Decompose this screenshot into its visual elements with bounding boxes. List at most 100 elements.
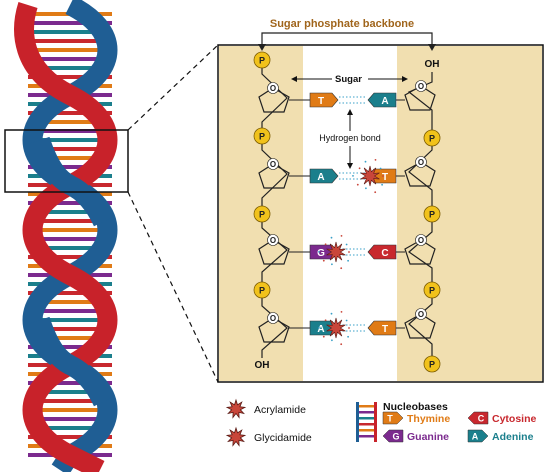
adduct-spatter	[382, 175, 384, 177]
guanine-tag-icon	[382, 429, 404, 443]
adduct-spatter	[340, 343, 343, 346]
adduct-spatter	[347, 335, 349, 338]
thymine-tag-icon	[382, 411, 404, 425]
helix-rung	[28, 255, 112, 259]
phosphate-label: P	[259, 56, 265, 66]
sugar-ring	[258, 87, 290, 113]
ring-oxygen-icon	[267, 234, 279, 246]
oh-bottom-label: OH	[255, 360, 270, 371]
helix-rung	[28, 318, 112, 322]
helix-rung	[28, 435, 112, 439]
adduct-spatter	[374, 159, 377, 161]
helix-rung	[28, 417, 112, 421]
ring-oxygen-label: O	[418, 82, 424, 91]
adduct-spatter	[352, 175, 354, 177]
legend-base-letter: G	[392, 432, 399, 442]
legend-base-letter: T	[387, 414, 393, 424]
phosphate-icon	[253, 205, 271, 223]
adduct-spatter	[330, 236, 333, 239]
sugar-ring	[404, 161, 436, 187]
helix-rung	[28, 156, 112, 160]
helix-strand-blue-front	[30, 316, 113, 407]
sugar-ring	[258, 317, 290, 343]
phosphate-label: P	[429, 210, 435, 220]
dna-double-helix	[4, 0, 129, 472]
adduct-spatter	[324, 243, 327, 246]
sugar-ring	[404, 239, 436, 265]
base-letter: C	[381, 248, 388, 259]
adenine-tag-icon	[467, 429, 489, 443]
glycidamide-adduct-icon	[225, 426, 247, 447]
sugar-ring	[404, 85, 436, 111]
helix-rung	[28, 129, 112, 133]
helix-rung	[28, 291, 112, 295]
ring-oxygen-icon	[415, 80, 427, 92]
base-letter: A	[381, 96, 388, 107]
helix-rung	[28, 39, 112, 43]
helix-rung	[28, 30, 112, 34]
helix-rung	[28, 111, 112, 115]
sugar-ring	[258, 163, 290, 189]
helix-rung	[28, 390, 112, 394]
helix-rung	[28, 120, 112, 124]
adduct-spatter	[356, 183, 359, 186]
adduct-spatter	[348, 251, 350, 253]
adduct-spatter	[348, 327, 350, 329]
helix-rung	[28, 210, 112, 214]
sugar-ring	[404, 313, 436, 339]
ring-oxygen-icon	[267, 82, 279, 94]
helix-rung	[28, 408, 112, 412]
base-letter: T	[382, 324, 388, 335]
sugar-label: Sugar	[335, 74, 362, 85]
ring-oxygen-icon	[267, 312, 279, 324]
bracket-arrow-left	[258, 44, 266, 51]
zoom-highlight-box	[4, 129, 129, 193]
sugar-arrowhead-left	[291, 76, 297, 82]
zoom-connector-bottom	[127, 191, 219, 383]
base-T-left	[309, 92, 339, 108]
nucleobases-title: Nucleobases	[383, 401, 448, 413]
legend-base-name: Cytosine	[492, 413, 537, 425]
adduct-spatter	[324, 319, 327, 322]
adduct-burst-icon	[326, 241, 346, 263]
helix-strand-red	[14, 1, 118, 472]
helix-rung	[28, 138, 112, 142]
backbone-bracket	[261, 32, 433, 48]
phosphate-icon	[423, 205, 441, 223]
helix-rung	[28, 381, 112, 385]
phosphate-icon	[423, 129, 441, 147]
base-letter: A	[317, 324, 324, 335]
adduct-spatter	[365, 187, 367, 190]
base-letter: G	[317, 248, 325, 259]
ring-oxygen-icon	[267, 158, 279, 170]
helix-rung	[28, 165, 112, 169]
adduct-spatter	[340, 311, 343, 313]
acrylamide-label: Acrylamide	[254, 404, 306, 416]
backbone-label: Sugar phosphate backbone	[270, 18, 414, 30]
legend-acrylamide: Acrylamide	[225, 398, 306, 419]
adduct-spatter	[340, 267, 343, 270]
adduct-spatter	[358, 167, 361, 170]
legend-base-name: Adenine	[492, 431, 534, 443]
helix-rung	[28, 147, 112, 151]
adduct-spatter	[379, 167, 382, 170]
sugar-ring	[258, 239, 290, 265]
helix-rung	[28, 399, 112, 403]
phosphate-icon	[423, 281, 441, 299]
adduct-spatter	[318, 327, 320, 329]
ring-oxygen-label: O	[418, 310, 424, 319]
helix-rung	[28, 48, 112, 52]
helix-rung	[28, 21, 112, 25]
base-letter: T	[318, 96, 324, 107]
helix-rung	[28, 327, 112, 331]
